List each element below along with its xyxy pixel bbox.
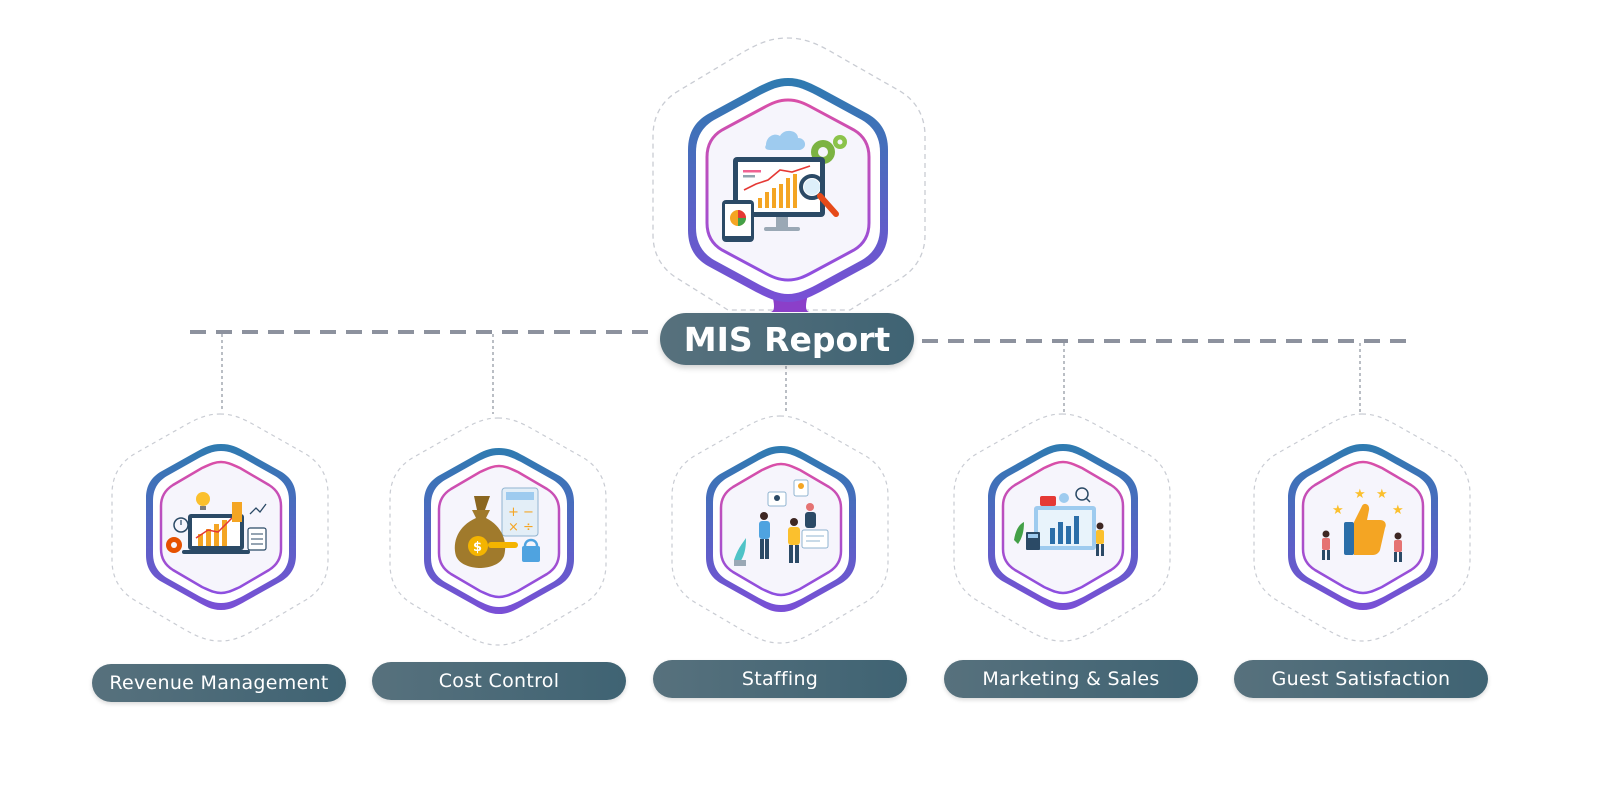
dashed-outline	[953, 413, 1171, 642]
dashed-outline	[111, 413, 329, 642]
child-label-cost-control: Cost Control	[372, 662, 626, 700]
svg-text:★: ★	[1354, 487, 1366, 502]
child-label-revenue-management: Revenue Management	[92, 664, 346, 702]
dashed-outline	[1253, 413, 1471, 642]
marketing-dashboard-icon	[1014, 487, 1104, 556]
child-label-staffing: Staffing	[653, 660, 907, 698]
dashed-outline	[389, 417, 607, 646]
root-label: MIS Report	[660, 313, 914, 365]
child-node-guest-satisfaction: ★ ★ ★ ★	[1250, 410, 1480, 645]
svg-text:★: ★	[1392, 503, 1404, 518]
dashed-outline	[671, 415, 889, 644]
child-node-revenue-management	[108, 410, 338, 645]
child-node-cost-control: + − × ÷ $	[386, 414, 616, 649]
svg-text:× ÷: × ÷	[508, 520, 534, 535]
thumbs-up-rating-icon: ★ ★ ★ ★	[1322, 487, 1404, 562]
root-node	[640, 30, 940, 330]
child-node-marketing-sales	[950, 410, 1180, 645]
revenue-growth-icon	[166, 492, 267, 554]
child-node-staffing	[668, 412, 898, 647]
team-people-icon	[734, 479, 829, 566]
svg-text:$: $	[473, 540, 482, 555]
svg-text:★: ★	[1376, 487, 1388, 502]
analytics-monitor-icon	[722, 130, 847, 242]
money-bag-calculator-icon: + − × ÷ $	[454, 487, 540, 568]
child-label-marketing-sales: Marketing & Sales	[944, 660, 1198, 698]
svg-text:★: ★	[1332, 503, 1344, 518]
svg-text:+ −: + −	[508, 505, 534, 520]
child-label-guest-satisfaction: Guest Satisfaction	[1234, 660, 1488, 698]
